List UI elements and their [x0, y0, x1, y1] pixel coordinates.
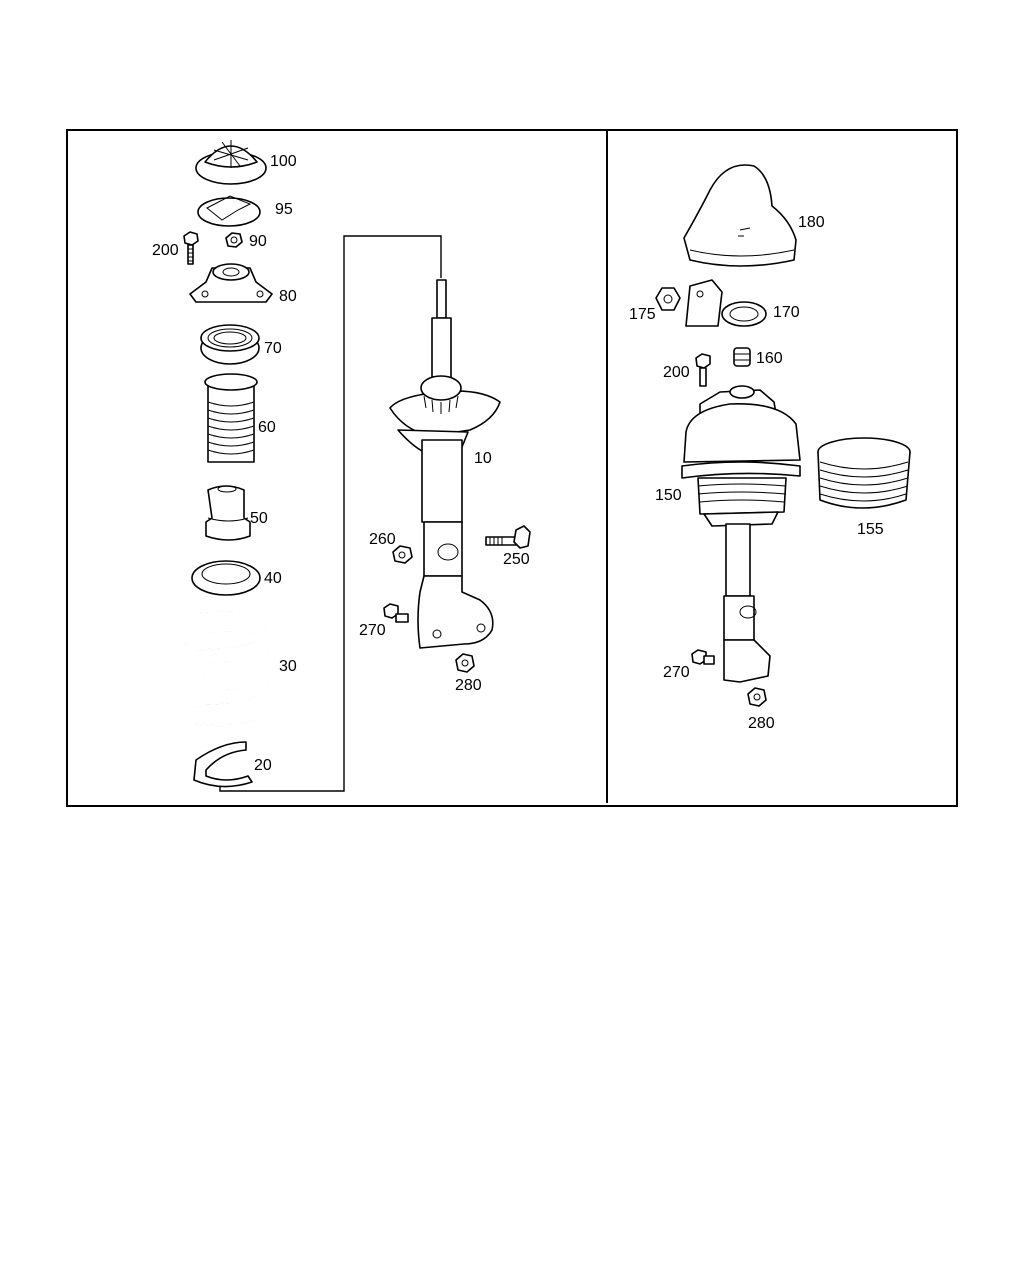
part-number-10: 10	[474, 450, 492, 467]
nut-280-part	[455, 653, 475, 673]
bolt-200-right-part	[695, 353, 711, 387]
part-number-180: 180	[798, 214, 825, 231]
coil-spring-part	[185, 609, 270, 727]
bump-stop-part	[205, 485, 251, 541]
part-number-270-right: 270	[663, 664, 690, 681]
bolt-part	[183, 231, 199, 265]
part-number-270: 270	[359, 622, 386, 639]
part-number-30: 30	[279, 658, 297, 675]
strut-mount-part	[189, 263, 273, 303]
part-number-175: 175	[629, 306, 656, 323]
part-number-280-right: 280	[748, 715, 775, 732]
cover-part	[683, 164, 797, 267]
bolt-250-part	[485, 525, 531, 549]
nut-280-right-part	[747, 687, 767, 707]
valve-bracket-part	[685, 279, 767, 327]
part-number-100: 100	[270, 153, 297, 170]
part-number-40: 40	[264, 570, 282, 587]
part-number-155: 155	[857, 521, 884, 538]
bearing-part	[200, 324, 260, 365]
nut-part	[225, 232, 243, 248]
part-number-280: 280	[455, 677, 482, 694]
part-number-80: 80	[279, 288, 297, 305]
part-number-95: 95	[275, 201, 293, 218]
protective-tube-part	[204, 373, 258, 463]
spring-seat-part	[193, 741, 253, 788]
part-number-200: 200	[152, 242, 179, 259]
damping-pad-part	[197, 195, 261, 227]
part-number-50: 50	[250, 510, 268, 527]
nut-175-part	[655, 287, 681, 311]
part-number-200-right: 200	[663, 364, 690, 381]
part-number-20: 20	[254, 757, 272, 774]
shock-absorber-part	[389, 279, 501, 649]
bolt-270-part	[383, 603, 409, 623]
spring-pad-part	[191, 560, 261, 596]
part-number-70: 70	[264, 340, 282, 357]
bellows-part	[817, 437, 911, 509]
part-number-260: 260	[369, 531, 396, 548]
part-number-150: 150	[655, 487, 682, 504]
part-number-160: 160	[756, 350, 783, 367]
bolt-270-right-part	[691, 649, 715, 665]
dust-cap-part	[195, 140, 267, 185]
air-strut-part	[681, 385, 801, 683]
nut-160-part	[733, 347, 751, 367]
part-number-250: 250	[503, 551, 530, 568]
assembly-bracket-line	[219, 235, 442, 792]
part-number-60: 60	[258, 419, 276, 436]
diagram-frame	[66, 129, 958, 807]
nut-260-part	[392, 545, 413, 564]
part-number-90: 90	[249, 233, 267, 250]
part-number-170: 170	[773, 304, 800, 321]
